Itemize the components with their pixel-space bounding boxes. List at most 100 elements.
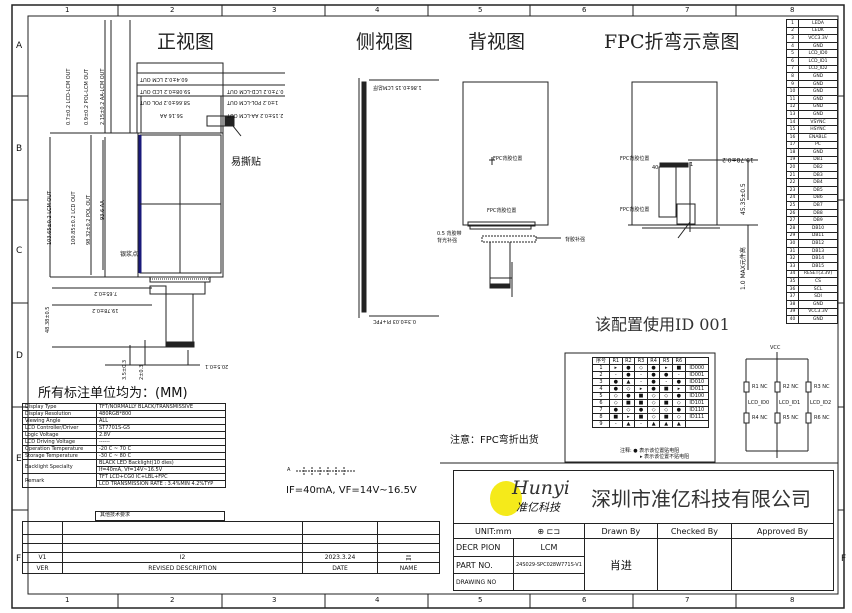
pin-number: 26 — [786, 208, 799, 218]
id-table-row: 5◇●■◇◇●ID100 — [592, 392, 710, 400]
id-cell: ■ — [634, 413, 648, 421]
side-fpc-dim: 0.3±0.03 PI+FPC — [373, 318, 416, 324]
dim-label: 98.32±0.2 POL OUT — [86, 194, 92, 245]
id-cell: 3 — [592, 378, 610, 386]
spec-value: ALL — [96, 417, 226, 425]
logo-cn-text: 准亿科技 — [516, 501, 560, 514]
pin-number: 15 — [786, 125, 799, 134]
dim-label: 7.65±0.2 — [94, 290, 118, 296]
id-cell: - — [634, 371, 648, 379]
id-header-cell: R6 — [672, 357, 686, 365]
pin-number: 24 — [786, 193, 799, 203]
dim-label: 0.7±0.2 LCD-LCM OUT — [227, 88, 284, 94]
id-cell: 2 — [592, 371, 610, 379]
back-label: FPC背胶位置 — [487, 208, 517, 214]
id-cell: 7 — [592, 406, 610, 414]
pin-signal: DB9 — [798, 216, 838, 226]
id-cell: ● — [621, 364, 636, 372]
spec-row: LCD TRANSMISSION RATE : 3.4%MIN 4.2%TYP — [23, 480, 226, 488]
row-label: A — [16, 41, 23, 51]
pin-number: 8 — [786, 72, 799, 81]
id-cell: ID001 — [684, 371, 710, 379]
id-cell: ID110 — [684, 406, 710, 414]
id-cell: ◇ — [608, 392, 623, 400]
rev-header-date: DATE — [302, 562, 378, 574]
id-header-cell: R1 — [608, 357, 623, 365]
id-cell: 5 — [592, 392, 610, 400]
id-cell: ◇ — [646, 399, 661, 407]
spec-row: LCD Driving Voltage------ — [22, 438, 226, 446]
id-cell: ID010 — [684, 378, 710, 386]
resistor-label: R6 NC — [814, 415, 830, 421]
pin-number: 10 — [786, 87, 799, 96]
pin-signal: DB3 — [798, 170, 838, 180]
pin-number: 9 — [786, 79, 799, 89]
id-cell — [684, 420, 710, 428]
pin-signal: GND — [798, 110, 838, 119]
pin-signal: ENABLE — [798, 132, 838, 142]
col-label: 7 — [685, 596, 690, 604]
pin-signal: VCC3.3V — [798, 34, 838, 43]
id-cell: ■ — [621, 399, 636, 407]
pin-number: 21 — [786, 170, 799, 180]
back-label: 背光补强 — [437, 238, 458, 244]
spec-key: LCD Controller/Driver — [22, 424, 97, 432]
id-cell: 8 — [592, 413, 610, 421]
vcc-label: VCC — [770, 345, 781, 351]
resistor-label: R2 NC — [783, 384, 799, 390]
side-view-title: 侧视图 — [356, 31, 414, 53]
pin-number: 30 — [786, 239, 799, 248]
fpc-label: FPC背胶位置 — [620, 207, 650, 213]
spec-key: Logic Voltage — [22, 431, 97, 439]
pin-signal: DB15 — [798, 262, 838, 271]
id-cell: ● — [659, 371, 674, 379]
id-cell: ● — [646, 378, 661, 386]
pin-signal: HSYNC — [798, 125, 838, 134]
pin-number: 28 — [786, 224, 799, 233]
pin-number: 11 — [786, 94, 799, 104]
back-label: FPC背胶位置 — [493, 156, 523, 162]
pin-signal: DB11 — [798, 231, 838, 241]
pin-number: 27 — [786, 216, 799, 226]
fpc-width-dim: 19.78±0.2 — [722, 156, 754, 163]
spec-value: -30 C ~ 80 C — [96, 452, 226, 460]
desc-label: DECR PION — [453, 538, 514, 557]
dim-label: 19.78±0.2 — [92, 307, 119, 313]
pin-number: 39 — [786, 307, 799, 317]
side-thickness-dim: 1.86±0.15 LCM总厚 — [373, 84, 422, 90]
col-label: 8 — [790, 6, 795, 14]
spec-key: Storage Temperature — [22, 452, 97, 460]
pin-signal: LCD_ID2 — [798, 64, 838, 74]
back-view-title: 背视图 — [468, 31, 526, 53]
id-cell: 9 — [592, 420, 610, 428]
col-label: 3 — [272, 596, 277, 604]
drawing-no-label: DRAWING NO — [453, 573, 514, 591]
logo-text: Hunyi — [512, 477, 570, 499]
rev-header-ver: VER — [22, 562, 63, 574]
pin-number: 6 — [786, 56, 799, 66]
spec-value: LCD TRANSMISSION RATE : 3.4%MIN 4.2%TYP — [96, 480, 226, 488]
pin-signal: GND — [798, 79, 838, 89]
resistor-label: R5 NC — [783, 415, 799, 421]
unit-label: UNIT:mm — [453, 523, 514, 539]
pin-signal: RESET(3.3V) — [798, 269, 838, 279]
pin-signal: GND — [798, 102, 838, 112]
id-cell: ▸ — [672, 385, 686, 393]
